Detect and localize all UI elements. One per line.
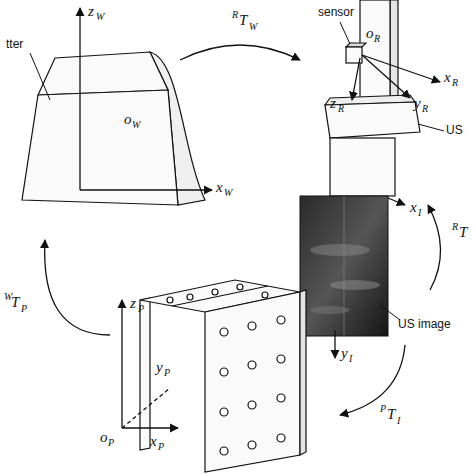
transform-superscript: R [232,10,238,20]
hole [248,322,256,330]
world-phantom [22,52,205,205]
transform-arrow [45,240,110,335]
axis-subscript: R [422,104,428,114]
transform-label: T [11,295,19,310]
axis-label: x [444,70,451,85]
transform-arrow [340,345,405,415]
leader-line [418,124,444,131]
hole [220,408,228,416]
hole [187,294,193,300]
hole [167,297,173,303]
axis-subscript: W [224,188,232,198]
transform-label: T [459,225,467,240]
leader-line [340,22,350,44]
axis-subscript: W [96,12,104,22]
transform-subscript: I [397,416,400,426]
us-image [300,196,388,336]
axis-label: x [216,180,223,195]
hole [277,355,285,363]
axis-label: z [130,296,136,311]
transform-superscript: R [452,222,458,232]
axis-subscript: P [108,438,114,448]
axis-subscript: R [374,34,380,44]
axis-label: y [414,96,421,111]
part-label: US [446,124,463,136]
x-axis [362,55,440,82]
us-image-frame [300,196,388,336]
axis-subscript: P [164,368,170,378]
left-leg [140,298,150,450]
leader-line [30,53,50,100]
transform-arrow [180,45,300,60]
middle-slot [172,286,268,306]
hole [262,292,268,298]
hole [220,368,228,376]
transducer [330,138,395,196]
x-axis [122,427,178,428]
flange [325,102,420,138]
hole [277,316,285,324]
origin-label: o [366,26,374,41]
bar [360,0,390,100]
leader-line [380,305,400,320]
speckle [330,280,380,290]
axis-subscript: P [158,442,164,452]
part-label: sensor [318,6,354,18]
speckle [310,244,370,256]
transform-subscript: W [249,22,257,32]
x-axis [388,198,405,205]
axis-label: x [150,434,157,449]
front-plate-edge [300,290,306,455]
transform-arrow [428,205,441,290]
part-label: US image [398,318,451,330]
axis-label: y [341,346,348,361]
axis-subscript: I [349,354,352,364]
calibration-phantom [140,280,306,472]
axis-subscript: W [132,120,140,130]
z-axis [352,58,360,100]
hole [248,361,256,369]
axis-subscript: I [418,208,421,218]
hole [220,328,228,336]
hole [220,447,228,455]
probe [325,0,420,196]
y-axis [122,388,170,428]
hole [277,434,285,442]
axis-label: z [88,4,94,19]
axis-label: y [156,360,163,375]
x-axis [80,189,212,190]
axis-subscript: R [452,78,458,88]
transform-label: T [239,13,247,28]
y-axis [334,330,335,358]
axis-label: z [330,96,336,111]
front-face [22,90,178,205]
transform-label: T [387,407,395,422]
axis-label: x [410,200,417,215]
origin-label: o [124,112,132,127]
hole [237,284,243,290]
hole [212,289,218,295]
hole [248,441,256,449]
z-axis [79,8,80,190]
part-label: tter [6,38,23,50]
y-axis [362,55,410,98]
z-axis [121,300,122,428]
top-face [38,52,168,95]
hole [248,401,256,409]
axis-subscript: R [338,104,344,114]
hole [277,394,285,402]
holes [167,284,285,455]
origin-label: o [100,430,108,445]
scan-line [344,196,345,336]
transform-superscript: P [380,404,386,414]
transform-subscript: P [21,304,27,314]
axis-subscript: P [138,304,144,314]
front-plate [205,292,300,472]
